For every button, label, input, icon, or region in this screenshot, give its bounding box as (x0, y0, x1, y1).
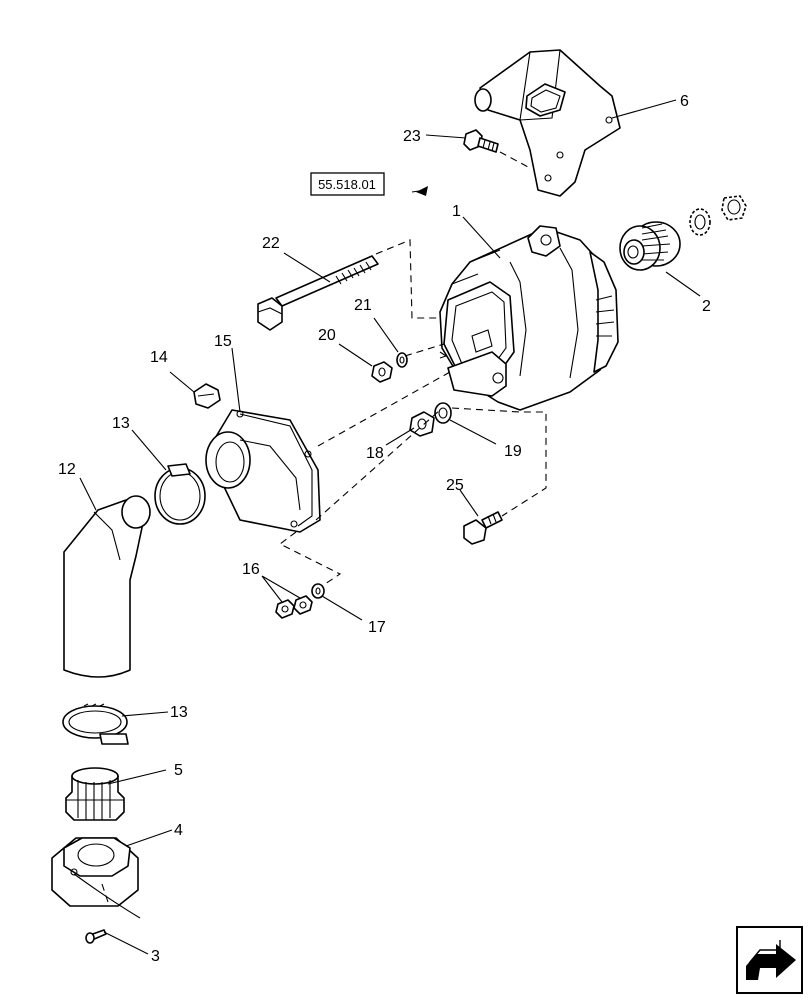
callout-13-lower: 13 (170, 704, 188, 721)
callout-5: 5 (174, 762, 183, 779)
callout-16: 16 (242, 561, 260, 578)
grommet (193, 383, 221, 409)
washer-21 (396, 352, 408, 368)
threaded-fitting (65, 767, 125, 821)
callout-14: 14 (150, 349, 168, 366)
hose-clamp-upper (154, 463, 206, 525)
nut-18 (409, 411, 435, 437)
callout-19: 19 (504, 443, 522, 460)
pulley (619, 221, 681, 271)
callout-15: 15 (214, 333, 232, 350)
nut-16-b (293, 595, 313, 615)
long-bolt (257, 255, 379, 331)
callout-6: 6 (680, 93, 689, 110)
pulley-nut (689, 195, 747, 236)
bolt-25 (463, 511, 503, 545)
nut-16-a (275, 599, 295, 619)
callout-4: 4 (174, 822, 183, 839)
callout-13-upper: 13 (112, 415, 130, 432)
next-page-arrow-icon[interactable] (736, 926, 803, 994)
screw (85, 929, 107, 944)
elbow-hose (63, 495, 151, 678)
reference-label[interactable]: 55.518.01 (318, 177, 376, 192)
callout-25: 25 (446, 477, 464, 494)
callout-21: 21 (354, 297, 372, 314)
washer-19 (434, 402, 452, 424)
washer-17 (311, 583, 325, 599)
callout-3: 3 (151, 948, 160, 965)
callout-22: 22 (262, 235, 280, 252)
leader-lines (73, 99, 701, 955)
callout-2: 2 (702, 298, 711, 315)
assembly-lines (101, 151, 547, 903)
nut-20 (371, 361, 393, 383)
callout-labels: 1 2 3 4 5 6 12 13 13 14 15 16 17 18 19 2… (58, 93, 711, 965)
bracket-bolt (463, 129, 499, 153)
callout-23: 23 (403, 128, 421, 145)
flange-housing (51, 837, 139, 907)
fan-shroud (205, 409, 321, 533)
callout-17: 17 (368, 619, 386, 636)
alternator (439, 225, 619, 411)
callout-18: 18 (366, 445, 384, 462)
hose-clamp-lower (62, 703, 129, 745)
callout-1: 1 (452, 203, 461, 220)
callout-20: 20 (318, 327, 336, 344)
reference-box[interactable]: 55.518.01 (310, 172, 385, 196)
reference-arrow (416, 186, 428, 196)
callout-12: 12 (58, 461, 76, 478)
mounting-bracket (474, 49, 621, 197)
